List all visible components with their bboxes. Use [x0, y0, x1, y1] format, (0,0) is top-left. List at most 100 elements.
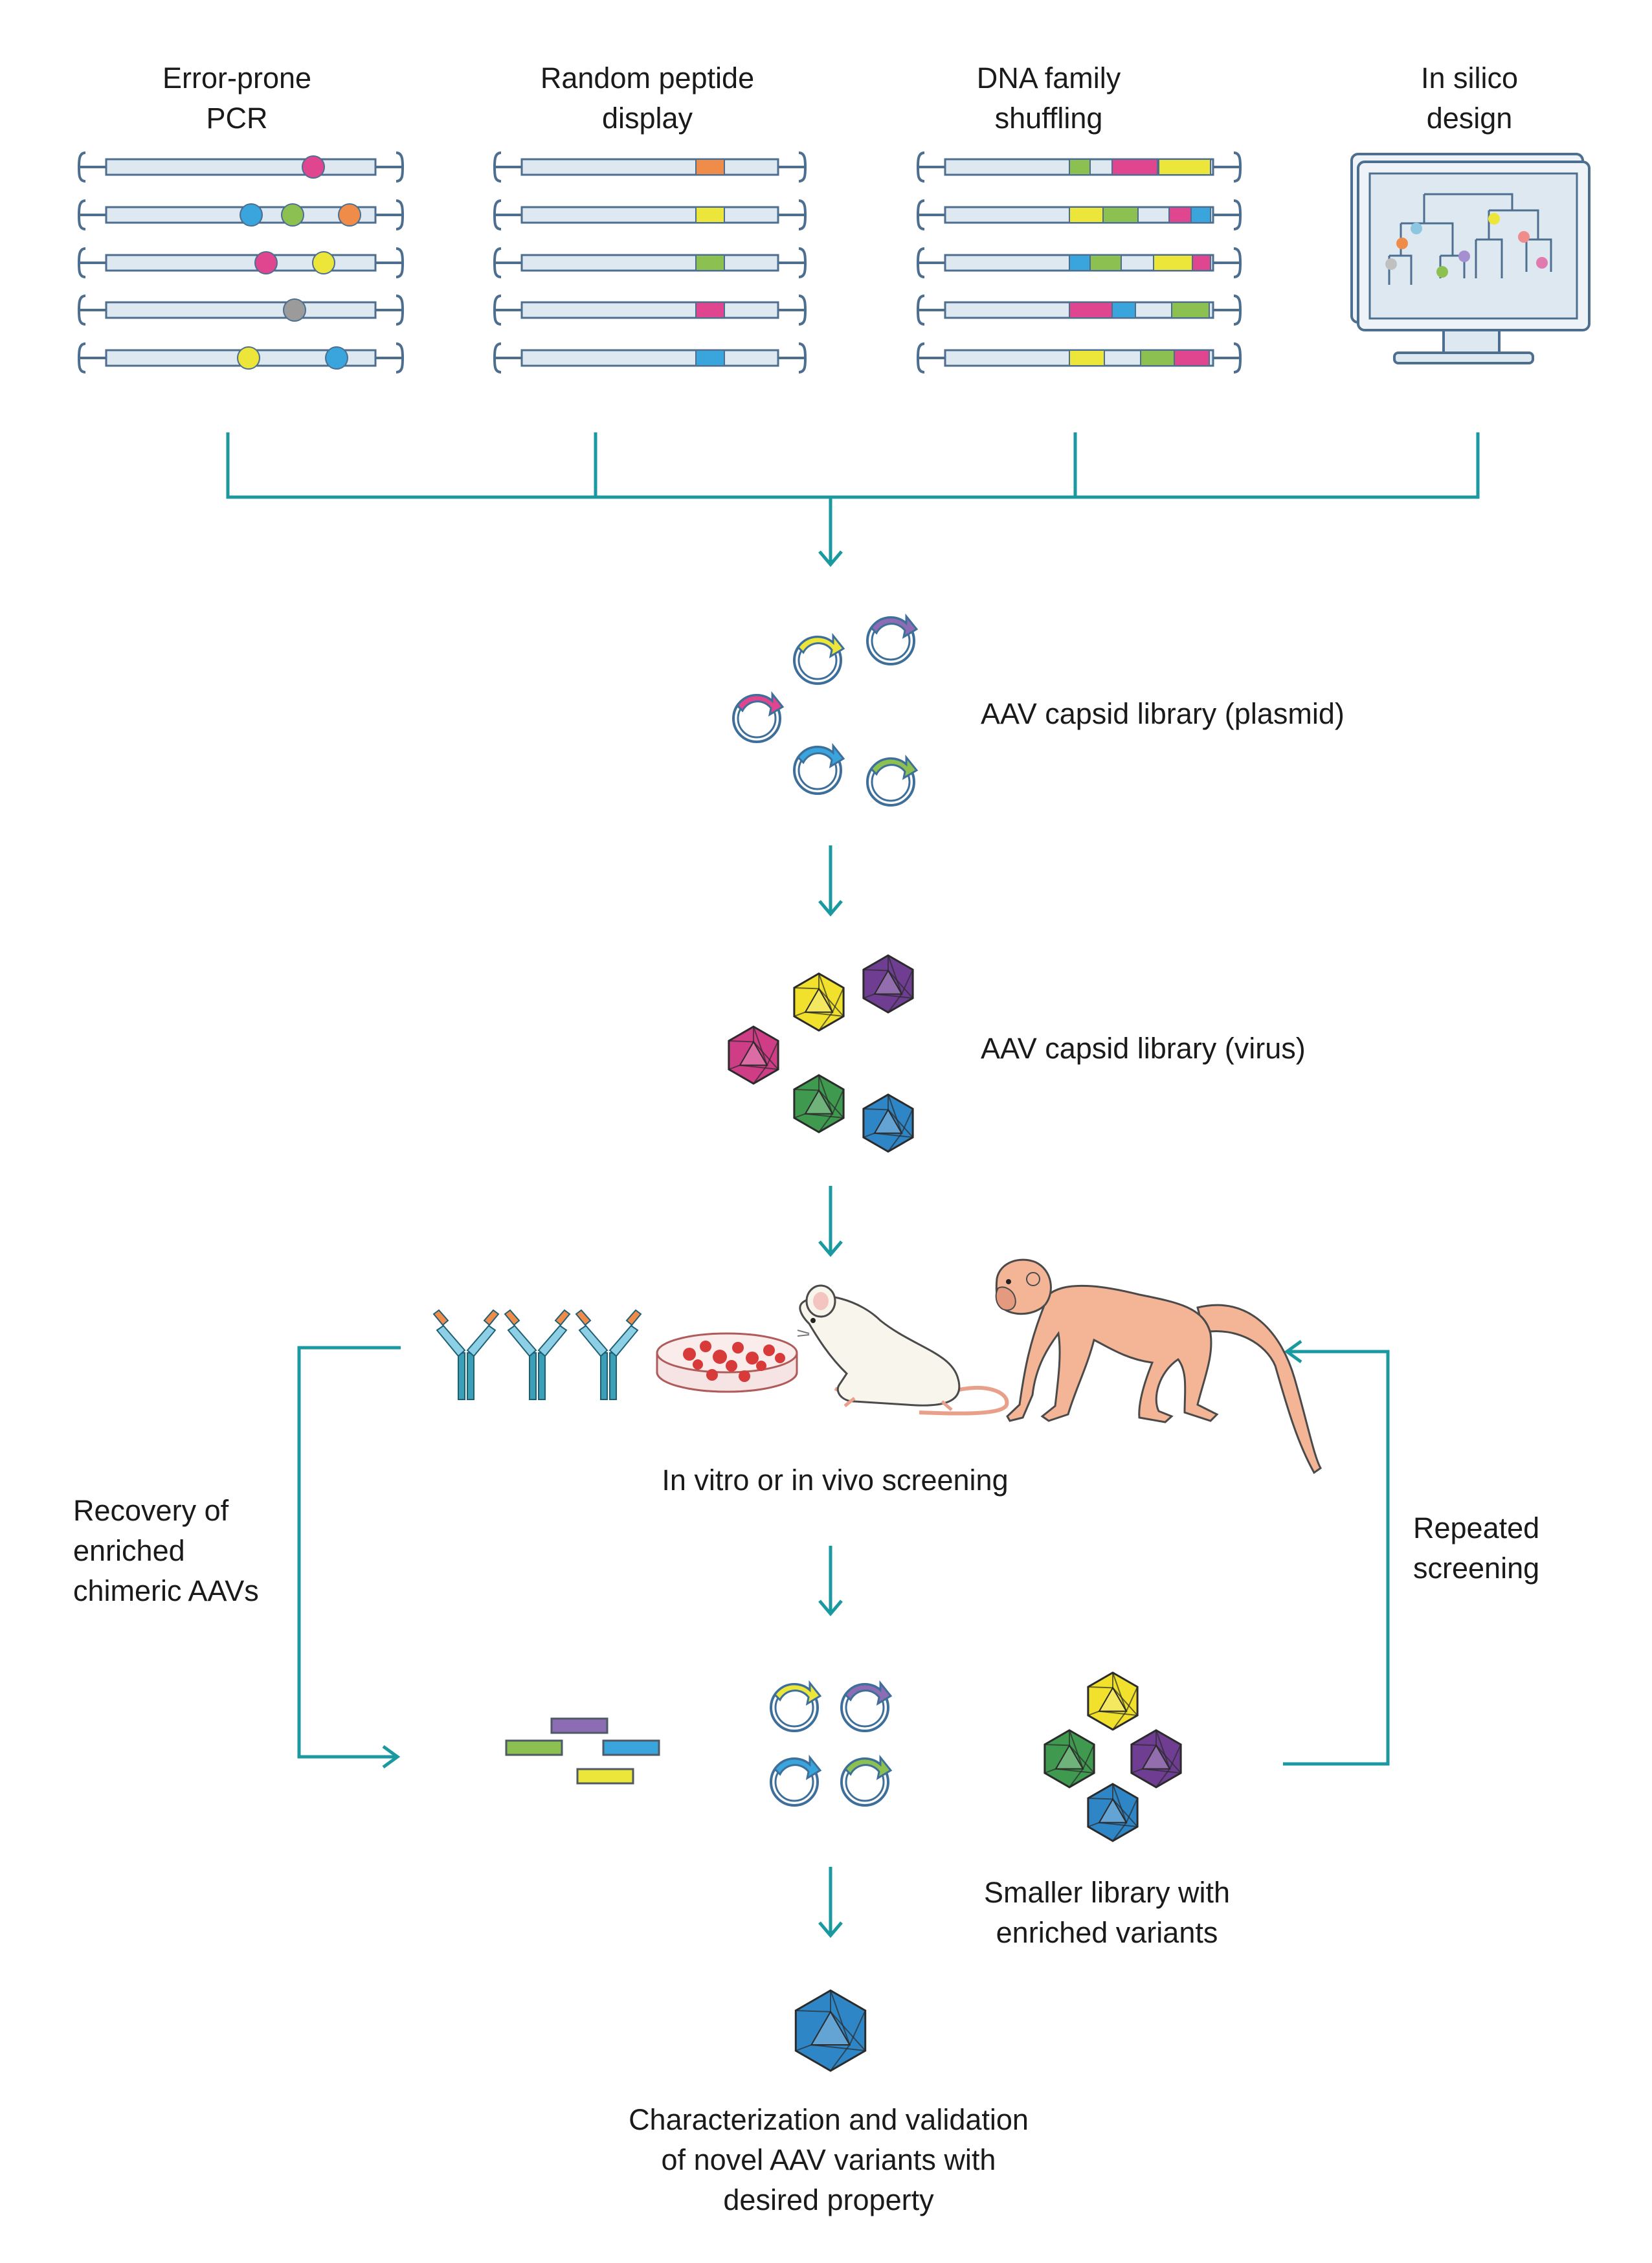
peptide-insert: [695, 159, 725, 175]
peptide-strand: [493, 199, 807, 230]
shuffled-segment: [1102, 206, 1139, 223]
monkey-icon: [995, 1258, 1322, 1475]
shuffled-segment: [1158, 159, 1211, 175]
shuffled-segment: [1069, 206, 1104, 223]
antibody-group: [432, 1309, 642, 1400]
arrow-to-virus: [818, 845, 843, 917]
shuffled-segment: [1069, 350, 1105, 366]
arrow-to-plasmid: [818, 497, 843, 567]
mutation-dot: [240, 203, 263, 227]
plasmid-icon: [866, 613, 919, 665]
recovery-arrow: [297, 1346, 401, 1769]
shuffled-segment: [1069, 254, 1091, 271]
virus-capsid-icon: [793, 1074, 845, 1133]
recovered-fragments: [505, 1717, 660, 1785]
peptide-insert: [695, 254, 725, 271]
fragment-purple: [550, 1717, 608, 1734]
peptide-insert: [695, 302, 725, 318]
virus-capsid-icon: [1087, 1671, 1139, 1731]
final-virus-icon: [794, 1989, 867, 2072]
petri-dish-icon: [656, 1332, 798, 1393]
mutation-dot: [325, 346, 348, 370]
peptide-strand: [493, 151, 807, 183]
virus-capsid-icon: [862, 954, 914, 1014]
virus-capsid-icon: [1130, 1729, 1182, 1789]
virus-library-group: [728, 954, 914, 1153]
merge-bracket: [226, 432, 1480, 499]
shuffled-segment: [1168, 206, 1192, 223]
arrow-to-screening: [818, 1186, 843, 1257]
method-label-error-prone-pcr: Error-prone PCR: [162, 61, 312, 135]
label-repeated-screening: Repeated screening: [1413, 1511, 1540, 1585]
label-plasmid-library: AAV capsid library (plasmid): [981, 697, 1345, 730]
method-label-dna-family-shuffling: DNA family shuffling: [976, 61, 1121, 135]
dna-family-shuffling-icon: [917, 151, 1242, 373]
arrow-to-smaller-library: [818, 1546, 843, 1616]
method-label-random-peptide-display: Random peptide display: [540, 61, 755, 135]
mutation-dot: [254, 251, 278, 274]
error-prone-pcr-icon: [77, 151, 405, 373]
shuffled-segment: [1174, 350, 1210, 366]
virus-capsid-icon: [1087, 1783, 1139, 1842]
shuffled-segment: [1069, 159, 1091, 175]
mutation-dot: [237, 346, 260, 370]
plasmid-icon: [770, 1680, 822, 1732]
connectors: [226, 432, 1480, 1938]
plasmid-icon: [840, 1680, 893, 1732]
mutation-dot: [338, 203, 361, 227]
mutant-strand: [77, 295, 405, 326]
plasmid-icon: [770, 1754, 822, 1807]
shuffled-segment: [1190, 206, 1211, 223]
fragment-blue: [602, 1739, 660, 1756]
plasmid-icon: [840, 1754, 893, 1807]
virus-capsid-icon: [1044, 1729, 1095, 1789]
peptide-insert: [695, 206, 725, 223]
shuffled-segment: [1069, 302, 1113, 318]
antibody-icon: [432, 1309, 500, 1400]
antibody-icon: [575, 1309, 642, 1400]
plasmid-library-group: [732, 613, 919, 807]
shuffled-segment: [1140, 350, 1175, 366]
label-screening: In vitro or in vivo screening: [662, 1464, 1009, 1497]
shuffled-segment: [1153, 254, 1193, 271]
fragment-yellow: [576, 1768, 634, 1785]
peptide-strand: [493, 295, 807, 326]
repeated-arrow: [1283, 1339, 1390, 1766]
shuffled-segment: [1192, 254, 1211, 271]
mutation-dot: [312, 251, 335, 274]
shuffled-segment: [1111, 302, 1136, 318]
mutant-strand: [77, 151, 405, 183]
plasmid-icon: [732, 691, 785, 743]
plasmid-icon: [793, 742, 845, 795]
label-final-characterization: Characterization and validation of novel…: [629, 2103, 1029, 2216]
plasmid-icon: [866, 754, 919, 807]
virus-capsid-icon: [728, 1025, 779, 1085]
arrow-to-final: [818, 1867, 843, 1938]
virus-capsid-icon: [793, 972, 845, 1032]
mutation-dot: [302, 155, 325, 179]
virus-capsid-icon: [862, 1093, 914, 1153]
peptide-strand: [493, 342, 807, 373]
mouse-icon: [797, 1284, 1009, 1416]
computer-phylogeny-icon: [1350, 153, 1591, 364]
fragment-green: [505, 1739, 563, 1756]
shuffled-segment: [1171, 302, 1210, 318]
virus-capsid-icon: [794, 1989, 867, 2072]
random-peptide-display-icon: [493, 151, 807, 373]
shuffled-segment: [1089, 254, 1122, 271]
peptide-insert: [695, 350, 725, 366]
mutant-strand: [77, 247, 405, 278]
peptide-strand: [493, 247, 807, 278]
mutation-dot: [281, 203, 304, 227]
label-virus-library: AAV capsid library (virus): [981, 1032, 1306, 1065]
enriched-plasmid-group: [770, 1680, 893, 1807]
antibody-icon: [504, 1309, 571, 1400]
plasmid-icon: [793, 632, 845, 685]
shuffled-segment: [1111, 159, 1158, 175]
enriched-virus-group: [1044, 1671, 1182, 1842]
label-recovery: Recovery of enriched chimeric AAVs: [73, 1494, 259, 1607]
label-smaller-library: Smaller library with enriched variants: [983, 1876, 1231, 1949]
method-label-in-silico-design: In silico design: [1420, 61, 1519, 135]
mutation-dot: [283, 298, 306, 322]
